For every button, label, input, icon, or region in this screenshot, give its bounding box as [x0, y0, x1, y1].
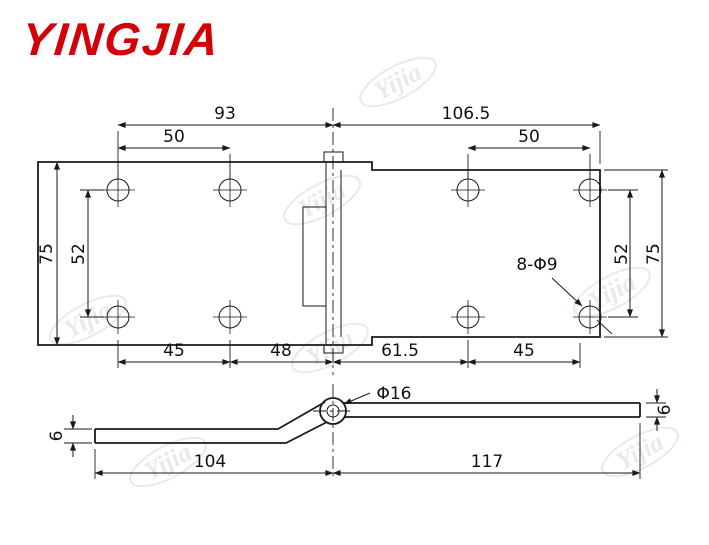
top-view: 93 106.5 50 50 75	[37, 104, 668, 375]
hole	[101, 300, 135, 334]
hole-callout: 8-Φ9	[516, 255, 613, 335]
dimension-104: 104	[94, 449, 334, 479]
dim-text-75-left: 75	[37, 243, 57, 265]
dim-text-50-right: 50	[518, 127, 540, 147]
dim-text-52-right: 52	[612, 243, 632, 265]
hinge-plate-outline	[37, 161, 601, 346]
dim-text-48: 48	[270, 341, 292, 361]
side-left-arm	[94, 401, 328, 444]
dim-text-93: 93	[214, 104, 236, 124]
hole	[213, 300, 247, 334]
dim-text-45-right: 45	[513, 341, 535, 361]
dim-text-61-5: 61.5	[381, 341, 419, 361]
hole	[451, 300, 485, 334]
dimension-75-right: 75	[604, 169, 668, 338]
dim-text-45-left: 45	[163, 341, 185, 361]
watermark-text: Yijia	[301, 323, 358, 372]
side-right-arm	[343, 402, 641, 418]
dim-text-106-5: 106.5	[442, 104, 491, 124]
watermark-text: Yijia	[369, 57, 426, 106]
watermark: Yijia	[291, 322, 369, 374]
dim-text-104: 104	[194, 452, 226, 472]
dim-text-dia-16: Φ16	[376, 384, 411, 404]
dimension-48: 48	[229, 341, 334, 366]
left-leaf-knuckle-cutout	[302, 206, 326, 307]
mounting-holes	[101, 173, 607, 334]
side-view: Φ16 6 6 104	[47, 384, 675, 480]
dimension-52-left: 52	[69, 189, 104, 318]
watermark: Yijia	[573, 266, 651, 318]
dimension-6-right: 6	[646, 389, 675, 431]
dimension-dia-16: Φ16	[343, 384, 412, 405]
dimension-50-left: 50	[117, 127, 231, 179]
dimension-45-right: 45	[467, 341, 581, 368]
dimension-106-5: 106.5	[332, 104, 601, 164]
dimension-75-left: 75	[37, 161, 61, 346]
dim-text-50-left: 50	[163, 127, 185, 147]
watermark-text: Yijia	[293, 175, 350, 224]
dimension-50-right: 50	[467, 127, 591, 179]
watermark-text: Yijia	[139, 437, 196, 486]
dimension-117: 117	[332, 423, 641, 479]
pin-end-bottom	[323, 344, 344, 354]
hole	[573, 300, 607, 334]
dimension-6-left: 6	[47, 415, 92, 457]
dimension-93: 93	[117, 104, 334, 179]
pin-end-top	[323, 151, 344, 163]
dim-text-117: 117	[471, 452, 503, 472]
dim-text-52-left: 52	[69, 243, 89, 265]
dimension-52-right: 52	[608, 189, 638, 318]
watermark: Yijia	[283, 174, 361, 226]
watermark: Yijia	[359, 56, 437, 108]
hole-callout-text: 8-Φ9	[516, 255, 557, 275]
dim-text-6-right: 6	[655, 405, 675, 416]
dim-text-75-right: 75	[644, 243, 664, 265]
watermark-text: Yijia	[583, 267, 640, 316]
dim-text-6-left: 6	[47, 431, 67, 442]
